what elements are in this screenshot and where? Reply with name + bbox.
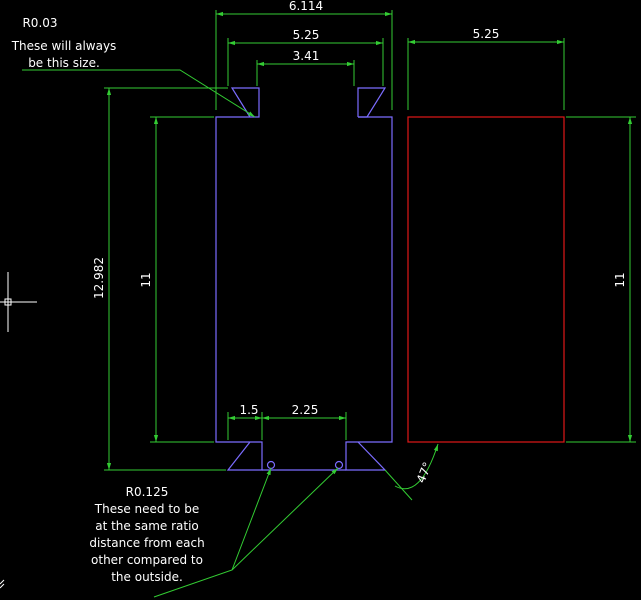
top-note-line-2: be this size.	[28, 56, 100, 70]
left-part-body	[215, 116, 250, 443]
bottom-right-notch	[345, 441, 387, 471]
top-note-line-1: These will always	[11, 39, 117, 53]
dim-bottom-span-text: 2.25	[292, 403, 319, 417]
right-part-outline	[407, 116, 565, 443]
bottom-note-leader-right	[231, 467, 339, 571]
bottom-note-line-4: other compared to	[91, 553, 203, 567]
dim-overall-height-text: 12.982	[92, 257, 106, 299]
dim-inner-height-text: 11	[139, 272, 153, 287]
right-radius-circle	[334, 460, 344, 470]
dim-right-width-text: 5.25	[473, 27, 500, 41]
dim-right-height-text: 11	[613, 272, 627, 287]
top-right-notch	[357, 87, 387, 118]
left-part-body-right	[358, 116, 393, 443]
left-radius-circle	[266, 460, 276, 470]
crosshair-cursor-icon	[0, 272, 37, 332]
top-left-notch	[230, 87, 260, 118]
ucs-corner-marker	[0, 579, 5, 589]
dim-angle-arc	[394, 443, 439, 490]
top-note-leader	[22, 69, 256, 118]
dim-notch-span-text: 3.41	[293, 49, 320, 63]
bottom-note-line-1: These need to be	[94, 502, 199, 516]
dim-overall-width-text: 6.114	[289, 0, 323, 13]
top-radius-label: R0.03	[22, 16, 57, 30]
bottom-note-line-3: distance from each	[89, 536, 204, 550]
dim-bottom-offset-text: 1.5	[239, 403, 258, 417]
bottom-radius-label: R0.125	[126, 485, 169, 499]
bottom-left-notch	[226, 441, 263, 471]
bottom-note-line-5: the outside.	[111, 570, 183, 584]
annotation-notes: R0.03 These will always be this size. R0…	[11, 16, 205, 584]
left-part-outline	[215, 87, 393, 471]
bottom-note-line-2: at the same ratio	[95, 519, 199, 533]
dim-angle-text: 47°	[414, 460, 435, 485]
dimension-labels: 6.114 5.25 3.41 5.25 12.982 11 11 1.5 2.…	[92, 0, 627, 485]
dimension-lines	[22, 10, 636, 598]
dim-inner-width-text: 5.25	[293, 28, 320, 42]
